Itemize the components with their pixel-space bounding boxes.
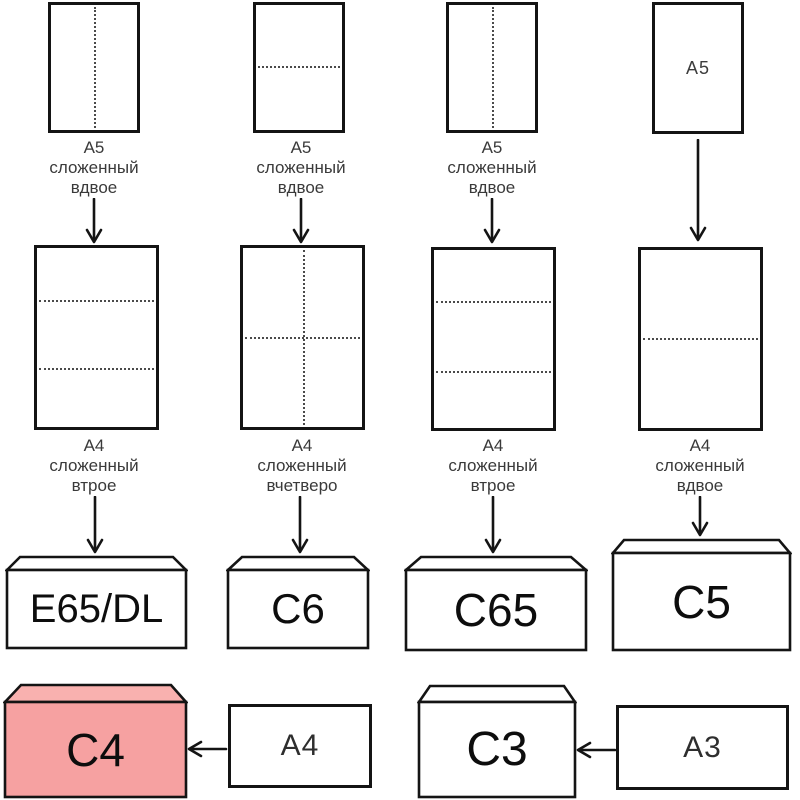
fold-line-horizontal — [436, 371, 551, 373]
label-line: A5 — [290, 138, 312, 157]
envelope-shape — [3, 683, 188, 799]
label-line: сложенный — [655, 456, 745, 475]
label-line: втрое — [470, 476, 516, 495]
arrow-down-icon — [691, 496, 709, 537]
envelope-c4-highlighted: C4 — [3, 682, 188, 799]
fold-line-horizontal — [258, 66, 340, 68]
a5-sheet-fold-horizontal — [253, 2, 345, 133]
fold-line-vertical — [302, 250, 305, 425]
label-line: A5 — [83, 138, 105, 157]
arrow-down-icon — [689, 139, 707, 242]
arrow-down-icon — [85, 198, 103, 244]
a4-folded-in-quarters-label: A4 сложенный вчетверо — [222, 436, 382, 496]
label-line: сложенный — [49, 158, 139, 177]
envelope-shape — [5, 555, 188, 650]
label-line: втрое — [71, 476, 117, 495]
arrow-down-icon — [86, 496, 104, 554]
a4-sheet-fold-half — [638, 247, 763, 431]
label-line: A5 — [481, 138, 503, 157]
arrow-left-icon — [187, 740, 228, 758]
arrow-down-icon — [484, 496, 502, 554]
sheet-size-label: A4 — [280, 729, 320, 762]
fold-line-horizontal — [39, 368, 154, 370]
a5-sheet-plain: A5 — [652, 2, 744, 134]
envelope-e65dl: E65/DL — [5, 554, 188, 650]
fold-line-horizontal — [436, 301, 551, 303]
envelope-shape — [404, 555, 588, 652]
a5-sheet-fold-vertical — [446, 2, 538, 133]
envelope-c65: C65 — [404, 554, 588, 652]
label-line: сложенный — [448, 456, 538, 475]
label-line: сложенный — [256, 158, 346, 177]
label-line: сложенный — [447, 158, 537, 177]
envelope-size-label: E65/DL — [29, 586, 164, 631]
arrow-down-icon — [483, 198, 501, 244]
label-line: A4 — [689, 436, 711, 455]
fold-line-vertical — [492, 7, 494, 128]
sheet-size-label: A3 — [683, 730, 722, 764]
a4-folded-in-half-label: A4 сложенный вдвое — [620, 436, 780, 496]
a4-folded-in-thirds-label: A4 сложенный втрое — [14, 436, 174, 496]
a4-sheet-fold-quarters — [240, 245, 365, 430]
a5-folded-in-half-label: A5 сложенный вдвое — [221, 138, 381, 198]
a3-sheet-source: A3 — [616, 705, 789, 790]
label-line: вдвое — [277, 178, 325, 197]
label-line: A4 — [482, 436, 504, 455]
envelope-shape — [417, 684, 577, 799]
a5-sheet-fold-vertical — [48, 2, 140, 133]
envelope-size-label: C6 — [271, 585, 325, 632]
envelope-c3: C3 — [417, 683, 577, 799]
a4-folded-in-thirds-label: A4 сложенный втрое — [413, 436, 573, 496]
label-line: вдвое — [468, 178, 516, 197]
fold-line-horizontal — [643, 338, 758, 340]
envelope-size-label: C4 — [66, 723, 125, 776]
label-line: вдвое — [70, 178, 118, 197]
envelope-shape — [226, 555, 370, 650]
sheet-size-label: A5 — [685, 57, 711, 78]
a5-folded-in-half-label: A5 сложенный вдвое — [412, 138, 572, 198]
arrow-down-icon — [291, 496, 309, 554]
label-line: сложенный — [49, 456, 139, 475]
envelope-shape — [611, 538, 792, 652]
arrow-left-icon — [576, 741, 617, 759]
label-line: A4 — [291, 436, 313, 455]
a4-sheet-fold-thirds — [34, 245, 159, 430]
envelope-size-label: C3 — [466, 723, 528, 776]
arrow-down-icon — [292, 198, 310, 244]
a4-sheet-source: A4 — [228, 704, 372, 788]
a5-folded-in-half-label: A5 сложенный вдвое — [14, 138, 174, 198]
envelope-c5: C5 — [611, 537, 792, 652]
label-line: A4 — [83, 436, 105, 455]
label-line: вдвое — [676, 476, 724, 495]
envelope-size-label: C65 — [453, 584, 539, 636]
a4-sheet-fold-thirds — [431, 247, 556, 431]
fold-line-horizontal — [39, 300, 154, 302]
envelope-size-label: C5 — [672, 575, 731, 628]
label-line: сложенный — [257, 456, 347, 475]
fold-line-vertical — [94, 7, 96, 128]
label-line: вчетверо — [266, 476, 338, 495]
envelope-c6: C6 — [226, 554, 370, 650]
